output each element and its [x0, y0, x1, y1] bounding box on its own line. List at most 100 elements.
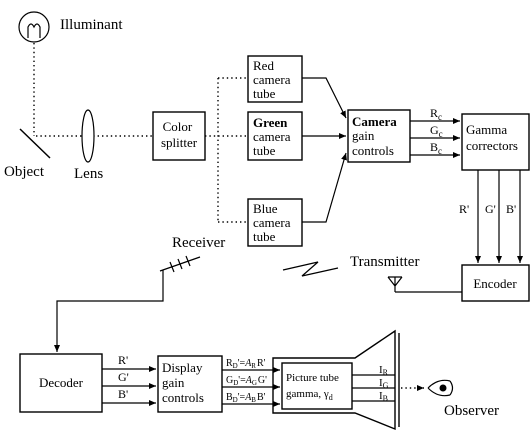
bc-main: B — [430, 140, 438, 154]
beam-label-ig: IG — [379, 377, 389, 390]
lamp-filament-icon — [27, 23, 41, 38]
display-gain-controls-block: Display gain controls — [157, 355, 223, 413]
eq-r-coef-sub: R — [251, 362, 256, 370]
gc-main: G — [430, 123, 439, 137]
blue-camera-tube-label: Blue camera tube — [253, 201, 294, 244]
decoder-block: Decoder — [19, 353, 103, 413]
object: Object — [4, 128, 51, 180]
broadcast-signal-icon — [282, 261, 339, 277]
display-gain-line-3: controls — [162, 390, 204, 405]
eye-pupil-icon — [439, 384, 447, 392]
eq-r-lhs: R — [226, 358, 233, 369]
color-splitter-line-2: splitter — [161, 135, 198, 150]
picture-tube-gamma-box — [281, 362, 353, 410]
eq-b-coef-sub: B — [251, 396, 256, 404]
decoder-label-r-prime: R' — [118, 353, 128, 367]
gamma-correctors-block: Gamma correctors — [461, 113, 530, 171]
eq-b-coef: A — [244, 392, 252, 403]
eq-r-rhs: R' — [257, 358, 266, 369]
encoder-label: Encoder — [473, 276, 517, 291]
picture-tube-gamma-label: Picture tube gamma, γd — [286, 372, 342, 402]
object-surface — [19, 128, 51, 159]
eq-g-lhs: G — [226, 375, 233, 386]
transmitter-antenna-icon — [387, 276, 403, 292]
ir-sub: R — [383, 368, 389, 377]
gamma-correctors-line-2: correctors — [466, 138, 518, 153]
red-tube-line-3: tube — [253, 86, 276, 101]
rc-main: R — [430, 106, 438, 120]
rc-sub: c — [438, 112, 442, 122]
observer-label: Observer — [444, 403, 499, 419]
ib-main: I — [379, 390, 383, 402]
beam-label-ib: IB — [379, 390, 388, 403]
eq-b-lhs: B — [226, 392, 233, 403]
camera-gain-controls-label: Camera gain controls — [352, 114, 400, 158]
picture-tube-line-2: gamma, γ — [286, 388, 329, 400]
display-gain-controls-box — [157, 355, 223, 413]
transmitter-label: Transmitter — [350, 254, 419, 270]
lens-shape — [81, 109, 95, 163]
beam-label-ir: IR — [379, 364, 389, 377]
display-eq-g: GD'=AGG' — [226, 375, 267, 387]
ir-main: I — [379, 364, 383, 376]
blue-camera-tube-box — [247, 198, 303, 247]
eq-r-coef: A — [244, 358, 252, 369]
display-gain-line-2: gain — [162, 375, 185, 390]
observer: Observer — [401, 379, 499, 419]
display-gain-controls-label: Display gain controls — [162, 360, 206, 405]
picture-tube: Picture tube gamma, γd IR IG IB — [272, 329, 400, 431]
signal-label-g-prime: G' — [485, 202, 496, 216]
arrow-red-tube-to-camera-gain — [302, 77, 347, 119]
picture-tube-line-1: Picture tube — [286, 372, 339, 384]
red-camera-tube-block: Red camera tube — [247, 55, 303, 103]
ib-sub: B — [383, 394, 388, 403]
eq-g-lhs-sub: D — [233, 379, 238, 387]
color-splitter-line-1: Color — [163, 119, 193, 134]
red-camera-tube-label: Red camera tube — [253, 58, 294, 101]
eq-g-coef: A — [245, 375, 253, 386]
eq-r-eq: '= — [238, 358, 246, 369]
gamma-correctors-line-1: Gamma — [466, 122, 507, 137]
green-camera-tube-box — [247, 111, 303, 161]
camera-gain-controls-block: Camera gain controls — [347, 109, 411, 163]
decoder-label-g-prime: G' — [118, 370, 129, 384]
object-label: Object — [4, 164, 45, 180]
lens: Lens — [74, 109, 103, 182]
blue-camera-tube-block: Blue camera tube — [247, 198, 303, 247]
lamp-icon — [18, 11, 50, 43]
display-gain-line-1: Display — [162, 360, 203, 375]
ig-sub: G — [383, 381, 389, 390]
decoder-label-b-prime: B' — [118, 387, 128, 401]
camera-gain-controls-box — [347, 109, 411, 163]
eq-g-rhs: G' — [258, 375, 267, 386]
gc-sub: c — [439, 129, 443, 139]
green-tube-line-1: Green — [253, 115, 288, 130]
eq-r-lhs-sub: D — [233, 362, 238, 370]
signal-label-rc: Rc — [430, 106, 442, 122]
red-camera-tube-box — [247, 55, 303, 103]
line-receiver-to-decoder — [54, 270, 164, 352]
eq-g-coef-sub: G — [252, 379, 257, 387]
illuminant-label: Illuminant — [60, 17, 123, 33]
display-eq-b: BD'=ABB' — [226, 392, 266, 404]
crt-outline — [272, 329, 396, 431]
signal-label-bc: Bc — [430, 140, 442, 156]
green-tube-line-3: tube — [253, 143, 276, 158]
color-splitter-block: Color splitter — [152, 111, 206, 161]
red-tube-line-2: camera — [253, 72, 291, 87]
lens-label: Lens — [74, 166, 103, 182]
camera-gain-line-1: Camera — [352, 114, 397, 129]
signal-label-gc: Gc — [430, 123, 443, 139]
gamma-correctors-label: Gamma correctors — [466, 122, 518, 153]
bc-sub: c — [438, 146, 442, 156]
eq-g-eq: '= — [238, 375, 246, 386]
signal-label-b-prime: B' — [506, 202, 516, 216]
receiver: Receiver — [54, 235, 225, 352]
green-tube-line-2: camera — [253, 129, 291, 144]
blue-tube-line-2: camera — [253, 215, 291, 230]
illuminant: Illuminant — [18, 11, 123, 43]
signal-label-r-prime: R' — [459, 202, 469, 216]
encoder-box — [461, 264, 530, 302]
display-eq-r: RD'=ARR' — [226, 358, 266, 370]
